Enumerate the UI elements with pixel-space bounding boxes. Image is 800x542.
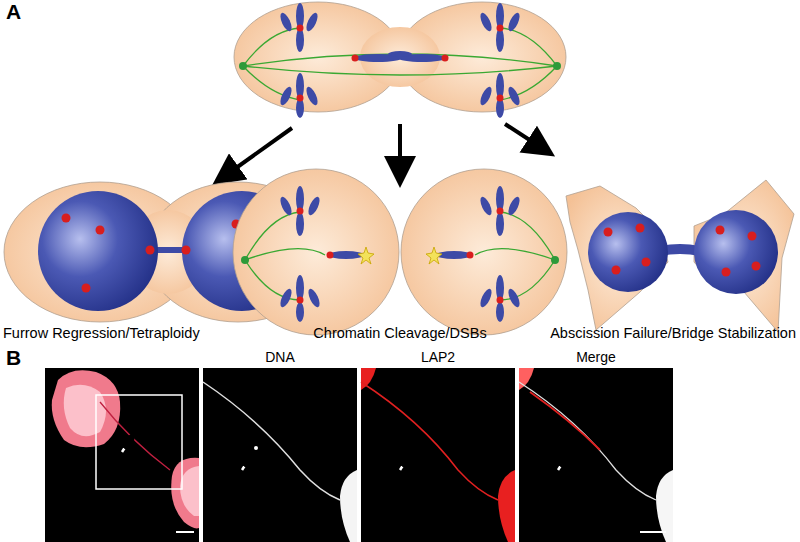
dividing-cell (234, 2, 566, 118)
micrograph-dna (203, 368, 357, 542)
micrograph-lap2 (361, 368, 515, 542)
micrograph-overview (45, 368, 199, 542)
channel-label: Merge (576, 350, 616, 365)
bridged-cells (566, 180, 794, 332)
panel-letter: B (6, 346, 21, 369)
outcome-caption: Furrow Regression/Tetraploidy (3, 326, 200, 342)
cleaved-bridge-cells (233, 169, 567, 335)
panel-letter: A (6, 0, 21, 23)
outcome-caption: Abscission Failure/Bridge Stabilization (550, 326, 796, 342)
channel-label: LAP2 (421, 350, 455, 365)
outcome-caption: Chromatin Cleavage/DSBs (313, 326, 486, 342)
channel-label: DNA (265, 350, 295, 365)
micrograph-merge (519, 368, 673, 542)
